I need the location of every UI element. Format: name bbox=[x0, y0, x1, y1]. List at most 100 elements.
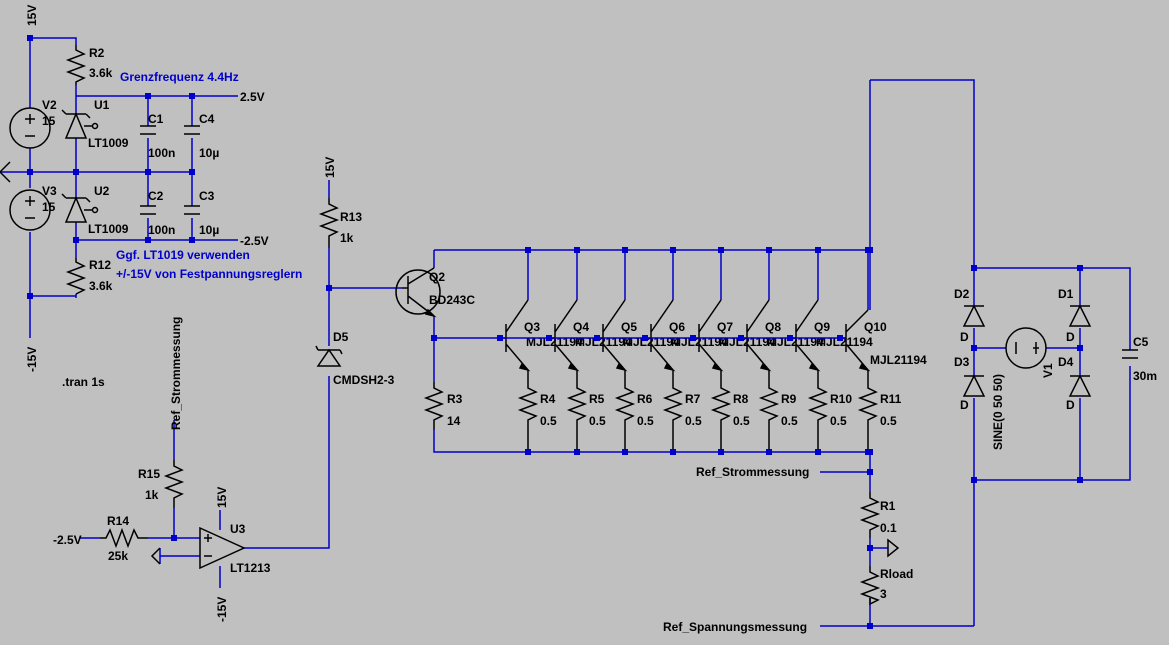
r15-resistor bbox=[163, 460, 185, 508]
q-value: MJL21194 bbox=[870, 353, 927, 367]
r14-value: 25k bbox=[108, 549, 128, 563]
c1-name: C1 bbox=[148, 112, 164, 126]
r15-name: R15 bbox=[138, 467, 160, 481]
d1-diode bbox=[1068, 304, 1092, 327]
v3-source bbox=[9, 189, 51, 231]
r13-resistor bbox=[318, 198, 340, 248]
r2-resistor bbox=[65, 45, 87, 85]
r15-value: 1k bbox=[145, 488, 159, 502]
v2-value: 15 bbox=[42, 114, 56, 128]
supply-minus15v-v3: -15V bbox=[25, 347, 39, 372]
u2-reference bbox=[61, 193, 99, 223]
r-emitter-value: 0.5 bbox=[733, 414, 750, 428]
d5-diode bbox=[315, 345, 343, 367]
r2-value: 3.6k bbox=[89, 66, 113, 80]
r-emitter-value: 0.5 bbox=[685, 414, 702, 428]
c4-capacitor bbox=[184, 125, 200, 135]
supply-15v-u3: 15V bbox=[215, 487, 229, 508]
q-name: Q4 bbox=[573, 320, 589, 334]
rload-resistor bbox=[859, 566, 881, 606]
rload-value: 3 bbox=[880, 587, 887, 601]
r-emitter-name: R11 bbox=[880, 392, 902, 406]
c1-capacitor bbox=[140, 125, 156, 135]
c4-value: 10µ bbox=[199, 146, 219, 160]
r-emitter-value: 0.5 bbox=[589, 414, 606, 428]
ground-symbol-opamp bbox=[150, 547, 161, 565]
d3-value: D bbox=[960, 398, 969, 412]
c1-value: 100n bbox=[148, 146, 175, 160]
u2-value: LT1009 bbox=[88, 222, 129, 236]
r1-value: 0.1 bbox=[880, 521, 897, 535]
c2-name: C2 bbox=[148, 189, 164, 203]
r3-value: 14 bbox=[447, 414, 461, 428]
r12-value: 3.6k bbox=[89, 279, 113, 293]
d4-name: D4 bbox=[1058, 355, 1074, 369]
c4-name: C4 bbox=[199, 112, 215, 126]
v3-name: V3 bbox=[42, 184, 57, 198]
transistor-bank: Q3MJL21194R40.5Q4MJL21194R50.5Q5MJL21194… bbox=[497, 247, 927, 455]
u1-value: LT1009 bbox=[88, 136, 129, 150]
c5-name: C5 bbox=[1133, 335, 1149, 349]
supply-minus15v-u3: -15V bbox=[215, 597, 229, 622]
d1-value: D bbox=[1066, 330, 1075, 344]
ground-symbol-r1 bbox=[887, 538, 900, 558]
q2-transistor bbox=[395, 267, 441, 318]
net-ref-strom: Ref_Strommessung bbox=[696, 465, 809, 479]
c3-name: C3 bbox=[199, 189, 215, 203]
q-name: Q6 bbox=[669, 320, 685, 334]
net-ref-strom-vertical: Ref_Strommessung bbox=[169, 317, 183, 430]
r-emitter-value: 0.5 bbox=[830, 414, 847, 428]
v3-value: 15 bbox=[42, 200, 56, 214]
c5-value: 30m bbox=[1133, 369, 1157, 383]
u1-name: U1 bbox=[94, 98, 110, 112]
rload-name: Rload bbox=[880, 567, 913, 581]
q2-name: Q2 bbox=[429, 270, 445, 284]
v1-name: V1 bbox=[1041, 363, 1055, 378]
r13-value: 1k bbox=[340, 231, 354, 245]
q-name: Q9 bbox=[814, 320, 830, 334]
ground-symbol-left bbox=[0, 161, 11, 183]
r-emitter-name: R4 bbox=[540, 392, 556, 406]
q-name: Q8 bbox=[765, 320, 781, 334]
d2-diode bbox=[962, 304, 986, 327]
r-emitter-name: R5 bbox=[589, 392, 605, 406]
r-emitter-value: 0.5 bbox=[637, 414, 654, 428]
r-emitter-value: 0.5 bbox=[781, 414, 798, 428]
v2-name: V2 bbox=[42, 98, 57, 112]
r1-name: R1 bbox=[880, 499, 896, 513]
c3-capacitor bbox=[184, 205, 200, 215]
q-name: Q7 bbox=[717, 320, 733, 334]
u3-name: U3 bbox=[230, 522, 246, 536]
labels: 15V -15V 15V 15V -15V R2 3.6k Grenzfrequ… bbox=[25, 5, 1157, 634]
d3-name: D3 bbox=[954, 355, 970, 369]
r14-name: R14 bbox=[107, 514, 129, 528]
supply-15v-r13: 15V bbox=[323, 157, 337, 178]
c2-capacitor bbox=[140, 205, 156, 215]
net-ref-minus: -2.5V bbox=[240, 234, 269, 248]
v1-value: SINE(0 50 50) bbox=[991, 374, 1005, 450]
d4-diode bbox=[1068, 374, 1092, 397]
c5-capacitor bbox=[1122, 349, 1138, 359]
d1-name: D1 bbox=[1058, 287, 1074, 301]
r1-resistor bbox=[859, 492, 881, 538]
r3-name: R3 bbox=[447, 392, 463, 406]
d3-diode bbox=[962, 374, 986, 397]
u3-value: LT1213 bbox=[230, 561, 271, 575]
q-name: Q5 bbox=[621, 320, 637, 334]
r3-resistor bbox=[423, 382, 445, 430]
net-ref-plus: 2.5V bbox=[240, 90, 265, 104]
v1-sine-source bbox=[1005, 327, 1047, 369]
r12-name: R12 bbox=[89, 258, 111, 272]
c2-value: 100n bbox=[148, 223, 175, 237]
v2-source bbox=[9, 107, 51, 149]
r-emitter-name: R8 bbox=[733, 392, 749, 406]
r-emitter-value: 0.5 bbox=[540, 414, 557, 428]
net-ref-spannung: Ref_Spannungsmessung bbox=[663, 620, 807, 634]
sim-directive: .tran 1s bbox=[62, 375, 105, 389]
d2-name: D2 bbox=[954, 287, 970, 301]
net-ref-in: -2.5V bbox=[53, 533, 82, 547]
